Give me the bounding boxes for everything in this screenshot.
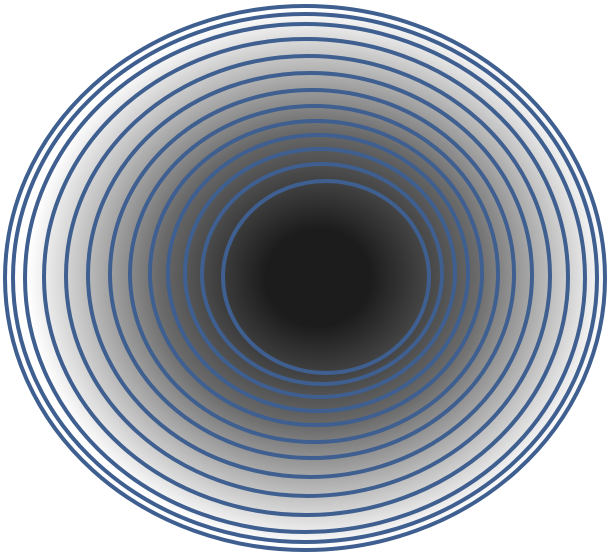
concentric-rings-figure bbox=[0, 0, 616, 558]
figure-canvas bbox=[0, 0, 616, 558]
